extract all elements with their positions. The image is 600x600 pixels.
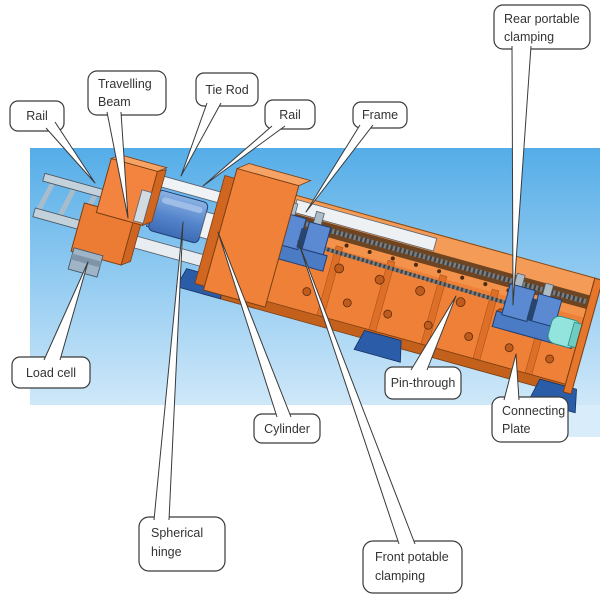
callout-text: Plate	[502, 422, 531, 436]
callout-text: clamping	[504, 30, 554, 44]
callout-box	[9, 100, 65, 132]
callout-text: Rail	[279, 108, 301, 122]
callout-text: Cylinder	[264, 422, 310, 436]
callout-text: Tie Rod	[205, 83, 248, 97]
hinge-collar	[132, 189, 153, 224]
callout-text: Front potable	[375, 550, 449, 564]
callout-frame: Frame	[305, 101, 408, 213]
callout-text: Travelling	[98, 77, 152, 91]
frame-head-block	[194, 163, 312, 308]
frame-foot	[353, 330, 402, 363]
callout-connecting-plate: Connecting Plate	[491, 353, 569, 443]
frame-end-cap	[562, 277, 600, 395]
callout-text: Load cell	[26, 366, 76, 380]
callout-tie-rod: Tie Rod	[180, 72, 259, 177]
callout-text: Spherical	[151, 526, 203, 540]
pin-hole-row-lower	[302, 287, 555, 364]
callout-pin-through: Pin-through	[384, 295, 462, 400]
callout-tail	[46, 122, 95, 183]
callout-text: Rail	[26, 109, 48, 123]
callout-load-cell: Load cell	[11, 261, 91, 389]
callout-box	[138, 516, 226, 572]
machine-illustration	[32, 154, 600, 414]
callout-box	[264, 99, 316, 130]
callout-rail-left: Rail	[9, 100, 96, 184]
travelling-beam-blocks	[70, 154, 169, 266]
callout-text: clamping	[375, 569, 425, 583]
callout-travelling-beam: Travelling Beam	[87, 70, 167, 219]
callout-box	[195, 72, 259, 107]
callout-box	[493, 4, 591, 50]
callout-text: Pin-through	[391, 376, 456, 390]
callout-box	[352, 101, 408, 129]
callout-box	[87, 70, 167, 116]
callout-tail	[504, 354, 519, 400]
callout-front-potable-clamping: Front potable clamping	[297, 240, 463, 594]
callout-text: Connecting	[502, 404, 565, 418]
callout-text: Frame	[362, 108, 398, 122]
callout-box	[491, 396, 569, 443]
callout-spherical-hinge: Spherical hinge	[138, 221, 226, 572]
callout-text: Beam	[98, 95, 131, 109]
callout-text: hinge	[151, 545, 182, 559]
callout-rear-portable-clamping: Rear portable clamping	[493, 4, 591, 306]
callout-cylinder: Cylinder	[217, 231, 321, 444]
callout-text: Rear portable	[504, 12, 580, 26]
callout-rail-right: Rail	[202, 99, 316, 187]
callout-box	[362, 540, 463, 594]
